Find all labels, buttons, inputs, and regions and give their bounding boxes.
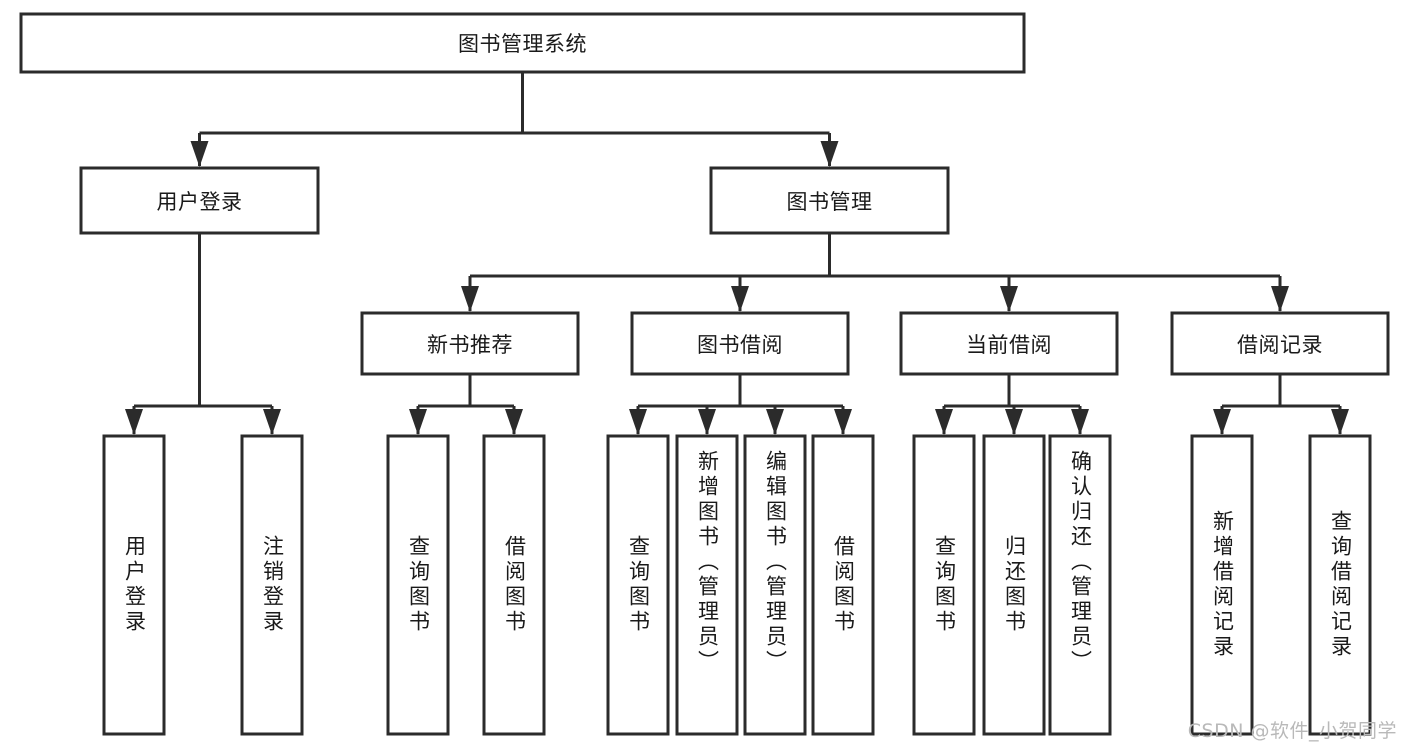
arrow-head-icon-leaf-logout — [263, 409, 281, 435]
node-box-leaf-borrow-book-1 — [482, 434, 546, 736]
arrow-head-icon-leaf-add-record — [1213, 409, 1231, 435]
node-box-current-borrow — [899, 311, 1119, 376]
arrow-head-icon-leaf-user-login — [125, 409, 143, 435]
arrow-head-icon-leaf-return-book — [1005, 409, 1023, 435]
node-box-leaf-confirm-return — [1048, 434, 1112, 736]
node-boxes — [19, 12, 1390, 736]
node-box-leaf-logout — [240, 434, 304, 736]
arrow-head-icon-book-management — [820, 141, 839, 167]
arrow-head-icon-leaf-borrow-book-1 — [505, 409, 523, 435]
node-box-book-borrow — [630, 311, 850, 376]
arrow-head-icon-leaf-confirm-return — [1071, 409, 1089, 435]
arrow-head-icon-leaf-edit-book — [766, 409, 784, 435]
arrow-head-icon-leaf-add-book — [698, 409, 716, 435]
arrow-head-icon-user-login — [190, 141, 209, 167]
arrow-head-icon-new-book-recommend — [461, 286, 479, 312]
arrow-head-icon-borrow-record — [1271, 286, 1289, 312]
arrow-head-icon-leaf-query-record — [1331, 409, 1349, 435]
node-box-leaf-add-record — [1190, 434, 1254, 736]
node-box-leaf-query-book-3 — [912, 434, 976, 736]
node-box-leaf-user-login — [102, 434, 166, 736]
node-box-new-book-recommend — [360, 311, 580, 376]
node-box-leaf-return-book — [982, 434, 1046, 736]
node-box-leaf-borrow-book-2 — [811, 434, 875, 736]
node-box-leaf-query-book-2 — [606, 434, 670, 736]
connector-lines — [125, 72, 1349, 435]
node-box-leaf-query-book-1 — [386, 434, 450, 736]
node-box-leaf-query-record — [1308, 434, 1372, 736]
arrow-head-icon-current-borrow — [1000, 286, 1018, 312]
arrow-head-icon-leaf-query-book-3 — [935, 409, 953, 435]
node-box-user-login — [79, 166, 320, 235]
node-box-borrow-record — [1170, 311, 1390, 376]
node-box-leaf-add-book — [675, 434, 739, 736]
node-box-book-management — [709, 166, 950, 235]
node-box-root — [19, 12, 1026, 74]
arrow-head-icon-leaf-query-book-2 — [629, 409, 647, 435]
arrow-head-icon-leaf-borrow-book-2 — [834, 409, 852, 435]
arrow-head-icon-book-borrow — [731, 286, 749, 312]
node-box-leaf-edit-book — [743, 434, 807, 736]
arrow-head-icon-leaf-query-book-1 — [409, 409, 427, 435]
